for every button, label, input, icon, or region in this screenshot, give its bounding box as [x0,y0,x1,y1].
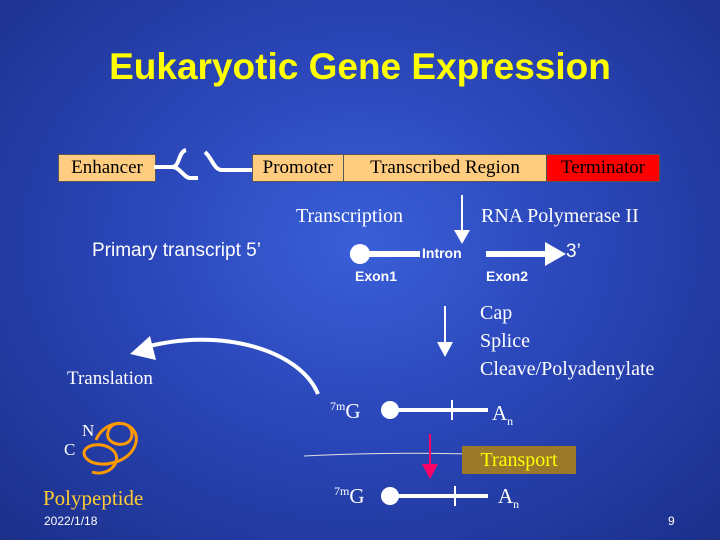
processing-step-cap: Cap [480,302,513,324]
processing-arrow [437,306,453,357]
tail-subscript-2: n [513,497,520,512]
three-prime-label: 3’ [566,241,581,262]
polypeptide-label: Polypeptide [43,486,144,510]
page-number: 9 [668,514,675,528]
footer-date: 2022/1/18 [44,514,98,528]
primary-transcript-line [350,242,566,266]
tail-base: A [492,401,508,425]
terminator-label: Terminator [560,157,646,178]
rna-polymerase-label: RNA Polymerase II [481,205,639,227]
transcribed-region-box: Transcribed Region [343,154,547,182]
processing-step-splice: Splice [480,330,530,352]
promoter-label: Promoter [262,157,334,178]
mature-mrna-cytoplasm [381,486,488,506]
intron-label: Intron [422,245,462,261]
enhancer-label: Enhancer [71,157,143,178]
transport-label: Transport [480,449,558,471]
cap-superscript: 7m [330,399,346,413]
transcribed-region-label: Transcribed Region [370,157,520,178]
tail-base-2: A [498,484,514,508]
polya-tail-label-nucleus: An [492,401,513,429]
translation-arrow [130,336,320,395]
primary-transcript-label: Primary transcript 5’ [92,240,261,261]
mature-mrna-nucleus [381,400,488,420]
translation-label: Translation [67,368,153,389]
cap-base: G [345,399,361,423]
n-terminus-label: N [82,421,95,440]
enhancer-box: Enhancer [58,154,156,182]
exon1-label: Exon1 [355,268,398,284]
cap-label-nucleus: 7mG [330,399,361,424]
c-terminus-label: C [64,440,76,459]
transcription-label: Transcription [296,205,404,227]
tail-subscript: n [507,414,514,429]
polypeptide-coil [82,421,138,475]
exon2-label: Exon2 [486,268,529,284]
transport-arrow [422,434,438,479]
transport-box: Transport [462,446,576,474]
processing-step-cleave: Cleave/Polyadenylate [480,358,655,380]
dna-loop [154,148,252,180]
polya-tail-label-cytoplasm: An [498,484,519,512]
transcription-arrow [454,195,470,244]
cap-label-cytoplasm: 7mG [334,484,365,509]
cap-superscript-2: 7m [334,484,350,498]
terminator-box: Terminator [546,154,660,182]
cap-base-2: G [349,484,365,508]
slide-title: Eukaryotic Gene Expression [109,46,611,87]
